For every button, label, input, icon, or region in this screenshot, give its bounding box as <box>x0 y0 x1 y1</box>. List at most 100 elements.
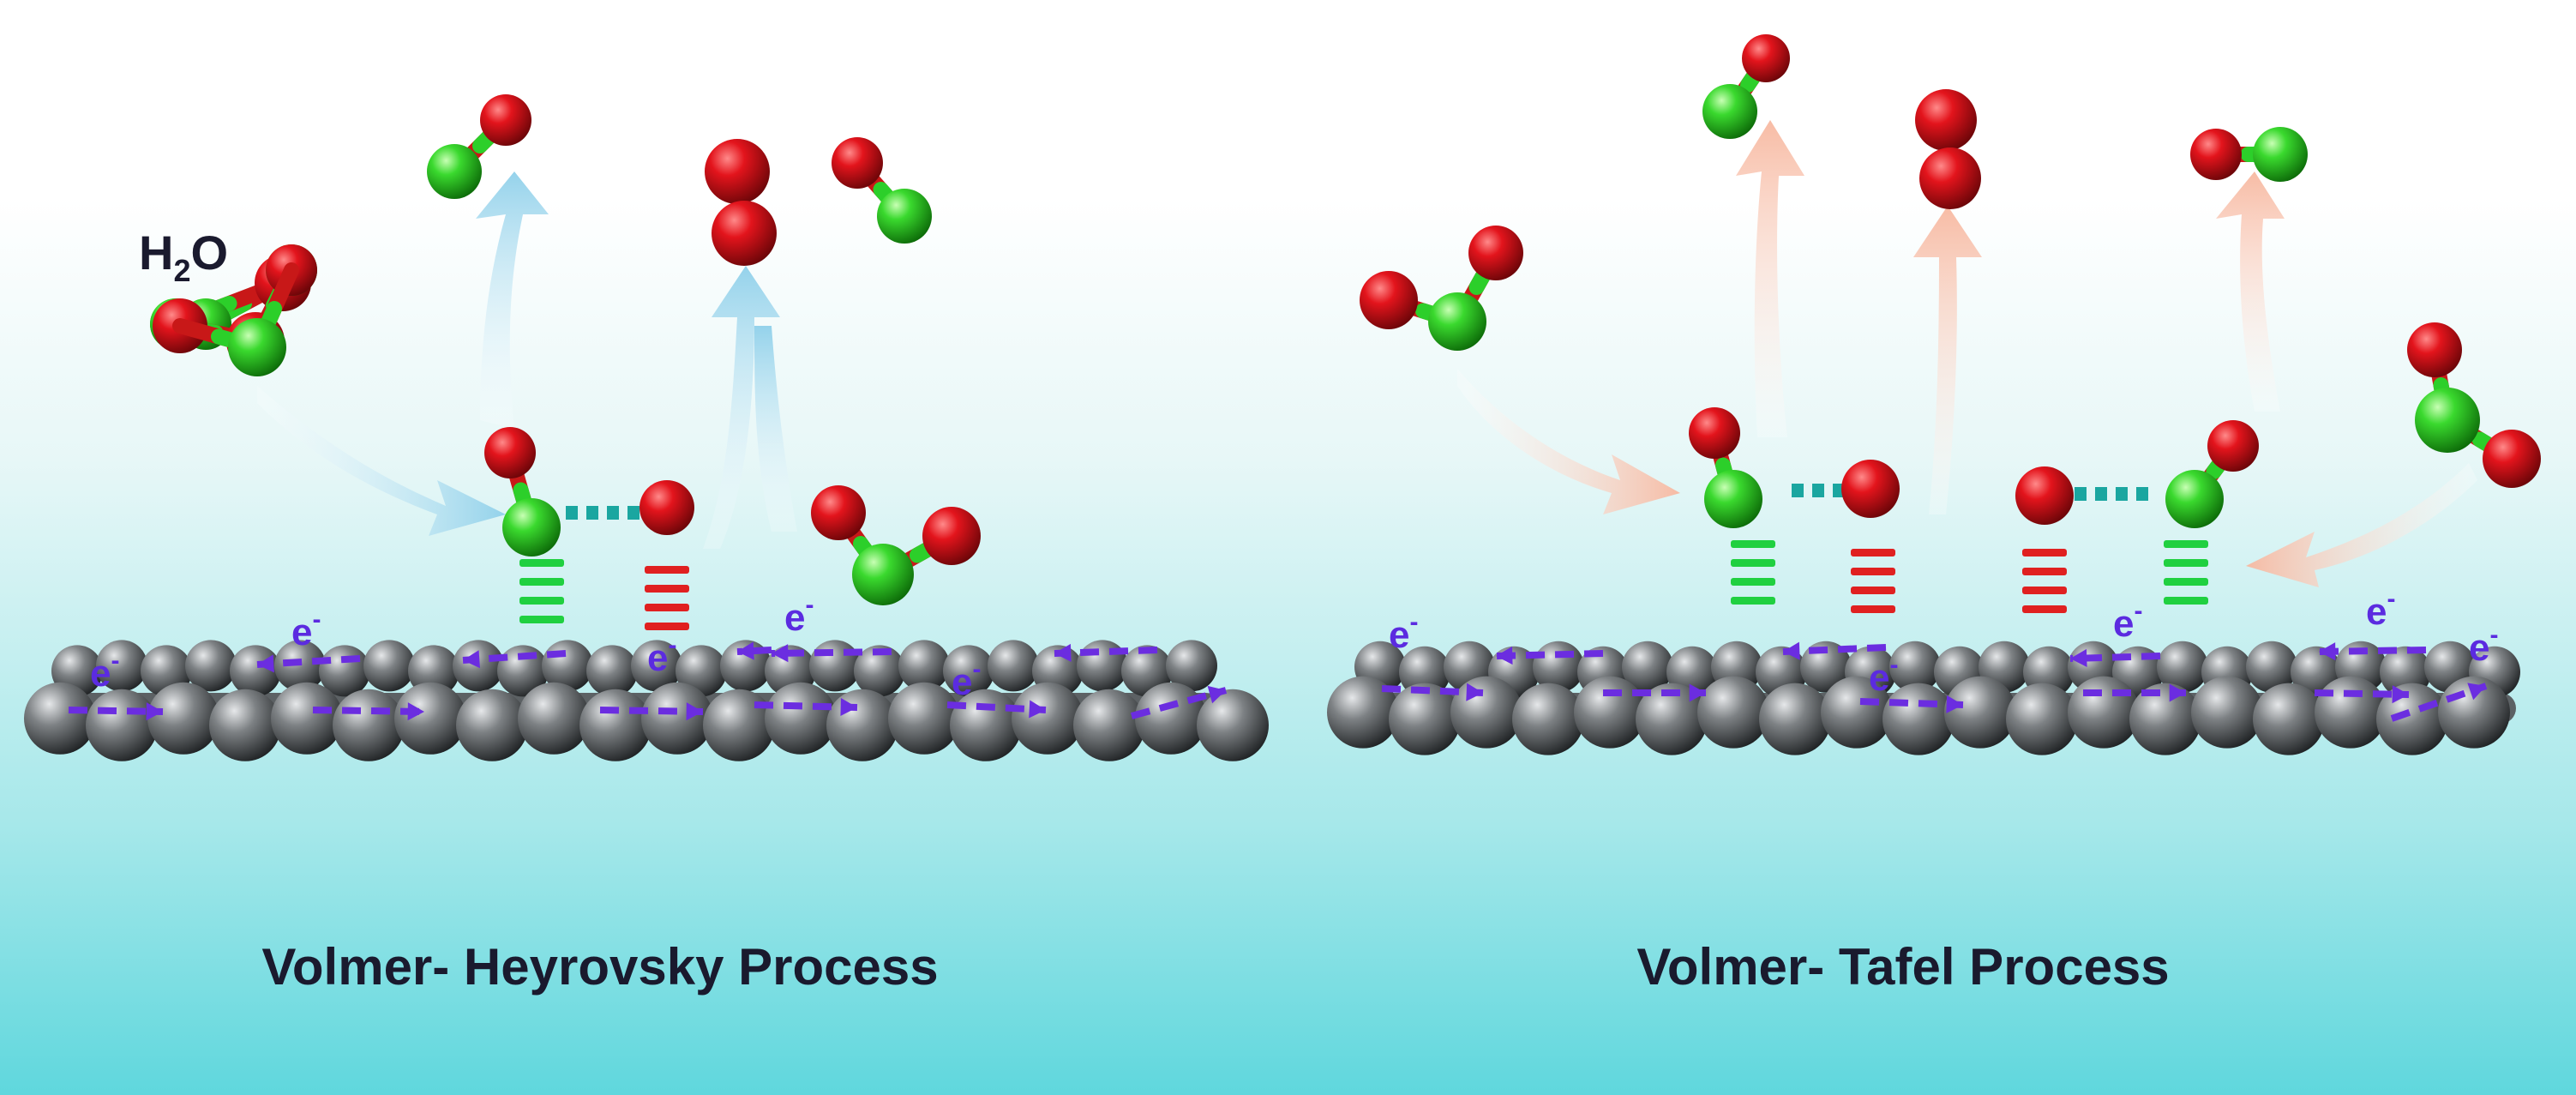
electron-arrowhead <box>257 654 274 673</box>
carbon-atom <box>631 640 682 692</box>
carbon-atom <box>1399 646 1450 698</box>
carbon-atom <box>1197 689 1269 761</box>
carbon-atom <box>676 645 727 697</box>
left-process-title: Volmer- Heyrovsky Process <box>261 938 938 996</box>
incoming-arrow-right-2 <box>2246 463 2477 587</box>
h-adsorption-mark <box>2022 587 2067 594</box>
electron-arrow <box>1130 687 1228 719</box>
carbon-atom <box>1166 640 1217 692</box>
carbon-atom <box>24 682 96 755</box>
carbon-atom <box>333 689 405 761</box>
electron-arrowhead <box>2467 683 2486 701</box>
electron-label: e- <box>90 647 119 695</box>
electron-arrowhead <box>2319 642 2336 661</box>
oxygen-atom <box>2483 430 2541 488</box>
h-adsorption-mark <box>2022 549 2067 557</box>
electron-arrowhead <box>146 702 163 721</box>
h-bond-link <box>2095 487 2107 501</box>
h-bond-link <box>586 506 598 520</box>
oxygen-atom <box>1919 147 1981 209</box>
hydrogen-atom <box>2165 470 2224 528</box>
electron-arrow <box>1381 685 1484 696</box>
carbon-atom <box>1389 683 1461 755</box>
carbon-atom <box>1450 676 1522 749</box>
carbon-atom <box>854 645 905 697</box>
h-bond-link <box>566 506 578 520</box>
electron-label: e- <box>1389 608 1418 656</box>
carbon-atom <box>1821 676 1893 749</box>
electron-label: e- <box>952 655 981 703</box>
electron-arrowhead <box>1946 695 1963 713</box>
carbon-atom <box>2157 641 2208 693</box>
h-adsorption-mark <box>2164 540 2208 548</box>
h-bond-link <box>2136 487 2148 501</box>
h-adsorption-mark <box>1731 559 1775 567</box>
carbon-atom <box>185 640 237 692</box>
release-arrow-left-3 <box>754 326 797 532</box>
electron-arrow <box>1054 647 1158 657</box>
carbon-atom <box>1012 682 1084 755</box>
electron-arrowhead <box>2392 685 2409 704</box>
oxygen-atom <box>2207 420 2259 472</box>
oxygen-atom <box>712 201 777 266</box>
water-label: H2O <box>139 226 228 288</box>
electron-arrow <box>256 655 361 668</box>
electron-arrow <box>462 650 567 664</box>
electron-label: e- <box>647 631 676 679</box>
electron-arrowhead <box>2070 648 2087 667</box>
electron-arrowhead <box>1689 683 1706 702</box>
electron-label: e- <box>784 591 814 639</box>
electron-arrowhead <box>1466 683 1483 701</box>
carbon-atom <box>209 689 281 761</box>
h-adsorption-mark <box>1851 587 1895 594</box>
h-adsorption-mark <box>645 623 689 630</box>
electron-arrow <box>2390 683 2488 722</box>
carbon-atom <box>2191 676 2263 749</box>
electron-arrowhead <box>2169 683 2186 702</box>
h-bond-link <box>607 506 619 520</box>
carbon-atom <box>1121 645 1173 697</box>
h-adsorption-mark <box>2022 605 2067 613</box>
oxygen-atom <box>1742 34 1790 82</box>
process-arrows-left <box>257 171 797 549</box>
hydrogen-atom <box>1704 470 1762 528</box>
molecules <box>150 34 2541 605</box>
carbon-atom <box>2129 683 2201 755</box>
carbon-atom <box>363 640 415 692</box>
oxygen-atom <box>1841 460 1900 518</box>
electron-arrow <box>2314 689 2410 698</box>
carbon-atom <box>2315 676 2387 749</box>
oxygen-atom <box>639 480 694 535</box>
electron-arrow <box>312 707 425 715</box>
electron-arrowhead <box>840 697 857 717</box>
carbon-atom <box>809 640 861 692</box>
carbon-atom <box>1622 641 1673 693</box>
h-adsorption-mark <box>519 616 564 623</box>
electron-arrowhead <box>772 644 789 663</box>
process-arrows-right <box>1457 120 2477 587</box>
electron-arrow <box>946 701 1047 713</box>
carbon-atom <box>2246 641 2297 693</box>
h-bond-link <box>627 506 639 520</box>
carbon-atom <box>1759 683 1831 755</box>
hydrogen-atom <box>228 318 286 376</box>
release-arrow-right-2 <box>1913 206 1982 514</box>
electron-arrow <box>771 648 892 657</box>
carbon-atom <box>1077 640 1128 692</box>
h-adsorption-mark <box>645 604 689 611</box>
oxygen-atom <box>484 427 536 478</box>
oxygen-atom <box>832 137 883 189</box>
carbon-atom <box>1574 676 1646 749</box>
electron-arrowhead <box>686 702 703 721</box>
incoming-arrow-left <box>257 386 506 536</box>
carbon-atom <box>579 689 652 761</box>
h-bond-link <box>1812 484 1824 497</box>
h-adsorption-mark <box>2164 597 2208 605</box>
electron-arrow <box>68 707 164 715</box>
incoming-arrow-right-1 <box>1457 369 1680 514</box>
oxygen-atom <box>1689 407 1740 459</box>
electron-arrow <box>1782 644 1887 655</box>
release-arrow-right-3 <box>2216 171 2285 412</box>
electron-arrowhead <box>1496 646 1513 665</box>
carbon-atom <box>888 682 960 755</box>
